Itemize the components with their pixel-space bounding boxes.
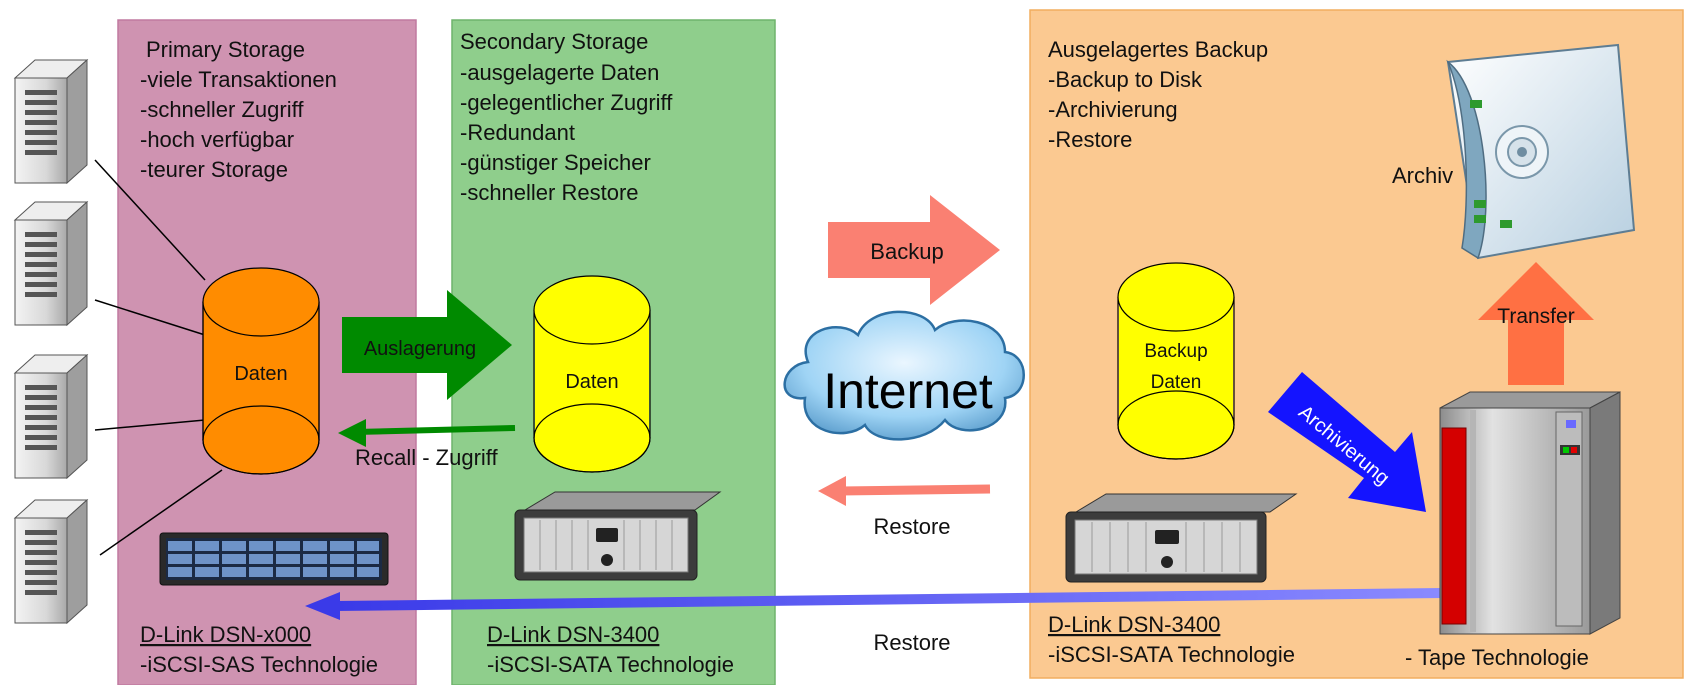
restore-label-2: Restore	[873, 630, 950, 655]
backup-arrow	[828, 195, 1000, 305]
secondary-device-tech: -iSCSI-SATA Technologie	[487, 652, 734, 677]
server-connections	[94, 159, 223, 556]
primary-title: Primary Storage	[146, 37, 305, 62]
recall-arrow	[338, 419, 516, 447]
server-icon	[13, 353, 89, 480]
primary-feature: -schneller Zugriff	[140, 97, 304, 122]
auslagerung-arrow	[342, 290, 512, 400]
tape-library-icon	[1439, 391, 1621, 635]
restore-label-1: Restore	[873, 514, 950, 539]
internet-label: Internet	[823, 363, 993, 419]
secondary-feature: -günstiger Speicher	[460, 150, 651, 175]
archive-safe-icon	[1446, 43, 1636, 260]
primary-cylinder-label: Daten	[234, 363, 287, 385]
backup-cylinder-label: Backup	[1144, 341, 1207, 362]
secondary-feature: -schneller Restore	[460, 180, 639, 205]
archive-label: Archiv	[1392, 163, 1453, 188]
primary-device-name: D-Link DSN-x000	[140, 622, 311, 647]
primary-feature: -viele Transaktionen	[140, 67, 337, 92]
internet-cloud	[783, 310, 1025, 441]
dsn-3400-backup-device	[1065, 493, 1298, 583]
backup-data-cylinder	[1117, 262, 1235, 460]
secondary-title: Secondary Storage	[460, 29, 648, 54]
backup-zone-feature: -Archivierung	[1048, 97, 1178, 122]
secondary-cylinder-label: Daten	[565, 371, 618, 393]
backup-zone-title: Ausgelagertes Backup	[1048, 37, 1268, 62]
server-icon	[13, 58, 89, 185]
dsn-3400-device	[514, 491, 722, 581]
backup-cylinder-label: Daten	[1151, 372, 1202, 393]
secondary-data-cylinder	[533, 275, 651, 473]
dsn-x000-device	[159, 532, 389, 586]
auslagerung-label: Auslagerung	[364, 338, 476, 360]
archivierung-arrow	[1268, 372, 1426, 512]
backup-arrow-label: Backup	[870, 239, 943, 264]
backup-device-name: D-Link DSN-3400	[1048, 612, 1220, 637]
secondary-feature: -Redundant	[460, 120, 575, 145]
server-icon	[13, 498, 89, 625]
tape-technology-label: - Tape Technologie	[1405, 645, 1589, 670]
secondary-feature: -ausgelagerte Daten	[460, 60, 659, 85]
transfer-label: Transfer	[1497, 305, 1574, 328]
secondary-device-name: D-Link DSN-3400	[487, 622, 659, 647]
primary-feature: -teurer Storage	[140, 157, 288, 182]
restore-arrow	[818, 476, 991, 506]
server-icon	[13, 200, 89, 327]
restore-long-arrow	[305, 588, 1443, 620]
transfer-arrow	[1478, 262, 1594, 385]
secondary-feature: -gelegentlicher Zugriff	[460, 90, 673, 115]
backup-zone-feature: -Restore	[1048, 127, 1132, 152]
backup-zone-feature: -Backup to Disk	[1048, 67, 1203, 92]
recall-label: Recall - Zugriff	[355, 445, 499, 470]
primary-feature: -hoch verfügbar	[140, 127, 294, 152]
primary-data-cylinder	[202, 267, 320, 475]
backup-device-tech: -iSCSI-SATA Technologie	[1048, 642, 1295, 667]
primary-device-tech: -iSCSI-SAS Technologie	[140, 652, 378, 677]
